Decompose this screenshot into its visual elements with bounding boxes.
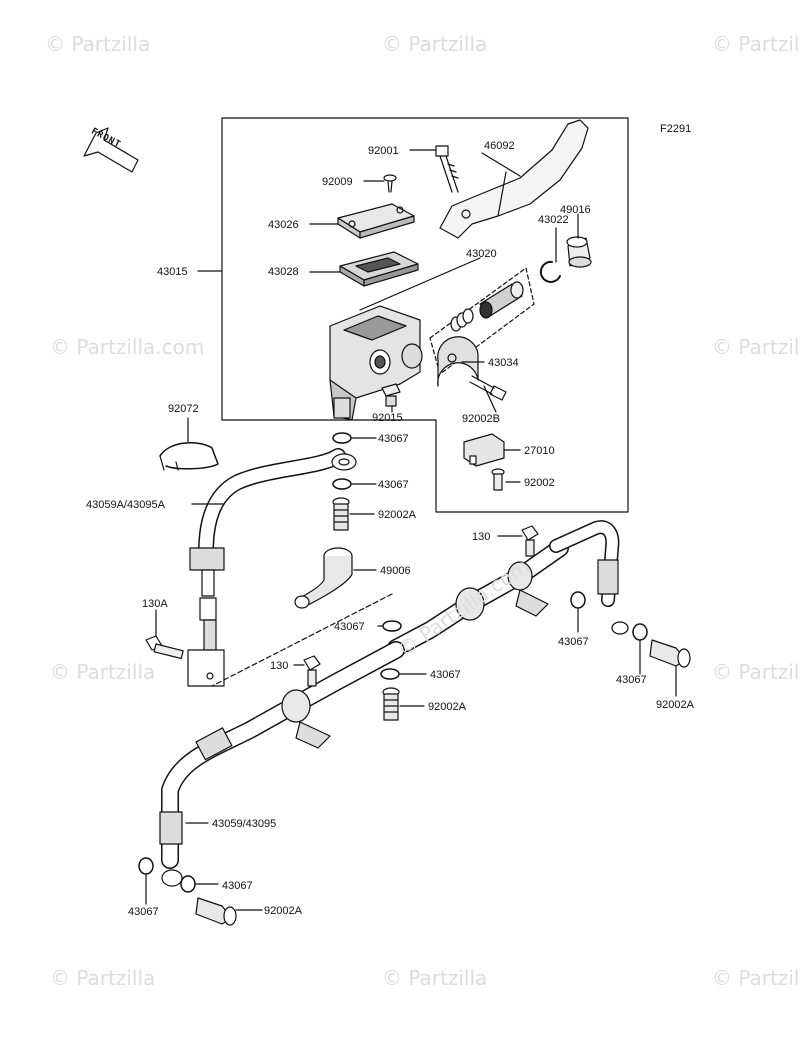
circlip-43022: [539, 260, 561, 283]
copyright-icon: ©: [50, 660, 70, 684]
banjo-bolt-92002A-a: [332, 497, 350, 531]
joint-49006: [294, 547, 353, 609]
watermark: © Partzilla: [45, 32, 151, 56]
part-label-92001: 92001: [368, 145, 399, 157]
watermark: © Partzilla: [712, 32, 800, 56]
screw-92009: [383, 174, 397, 193]
part-label-46092: 46092: [484, 140, 515, 152]
copyright-icon: ©: [382, 32, 402, 56]
figure-code: F2291: [660, 123, 692, 135]
part-label-43028: 43028: [268, 266, 299, 278]
part-label-43067-a: 43067: [378, 433, 409, 445]
part-label-92002: 92002: [524, 477, 555, 489]
piston-kit-43020: [450, 281, 524, 332]
part-label-43067-h: 43067: [222, 880, 253, 892]
part-label-43034: 43034: [488, 357, 519, 369]
screw-92002: [491, 468, 505, 491]
bolt-92015: [381, 383, 401, 407]
hose-43059: [159, 641, 405, 887]
washer-43067-c: [382, 620, 402, 632]
part-label-43026: 43026: [268, 219, 299, 231]
watermark: © Partzilla: [50, 966, 156, 990]
bolt-92001: [435, 145, 459, 193]
part-label-43059-43095: 43059/43095: [212, 818, 277, 830]
washer-43067-b: [332, 478, 352, 490]
part-label-92009: 92009: [322, 176, 353, 188]
diaphragm-43028: [339, 251, 419, 287]
copyright-icon: ©: [712, 32, 732, 56]
watermark: © Partzilla: [712, 660, 800, 684]
front-arrow-icon: [83, 127, 139, 173]
part-label-27010: 27010: [524, 445, 555, 457]
hose-43059A: [187, 448, 357, 687]
banjo-bolt-92002A-b: [382, 687, 400, 721]
leader-43020: [359, 257, 481, 311]
bolt-92002B: [469, 375, 507, 401]
banjo-bolt-92002A-c: [649, 639, 691, 668]
part-label-92002A-a: 92002A: [378, 509, 416, 521]
copyright-icon: ©: [712, 335, 732, 359]
watermark: © Partzilla: [382, 966, 488, 990]
part-label-43067-c: 43067: [334, 621, 365, 633]
part-label-43067-b: 43067: [378, 479, 409, 491]
part-label-92002A-d: 92002A: [264, 905, 302, 917]
washer-43067-h: [180, 875, 196, 893]
bolt-130A: [145, 635, 184, 660]
watermark: © Partzilla: [712, 966, 800, 990]
reservoir-cap-43026: [337, 203, 415, 239]
bolt-130-b: [303, 655, 321, 687]
part-label-43067-e: 43067: [616, 674, 647, 686]
part-label-43067-f: 43067: [430, 669, 461, 681]
clamp-43034: [437, 336, 479, 387]
watermark: © Partzilla: [50, 660, 156, 684]
copyright-icon: ©: [382, 966, 402, 990]
washer-43067-g: [138, 857, 154, 875]
leader-92002B: [483, 385, 497, 413]
guide-line: [211, 593, 393, 687]
part-label-130-a: 130: [472, 531, 491, 543]
bolt-130-a: [521, 525, 539, 557]
part-label-43020: 43020: [466, 248, 497, 260]
part-label-43022: 43022: [538, 214, 569, 226]
copyright-icon: ©: [712, 660, 732, 684]
copyright-icon: ©: [50, 335, 70, 359]
part-label-49016: 49016: [560, 204, 591, 216]
washer-43067-a: [332, 432, 352, 444]
part-label-43067-g: 43067: [128, 906, 159, 918]
copyright-icon: ©: [45, 32, 65, 56]
band-92072: [159, 442, 219, 471]
watermark: © Partzilla: [712, 335, 800, 359]
part-label-49006: 49006: [380, 565, 411, 577]
part-label-43059A-43095A: 43059A/43095A: [86, 499, 165, 511]
copyright-icon: ©: [712, 966, 732, 990]
watermark: © Partzilla: [382, 32, 488, 56]
washer-43067-f: [380, 668, 400, 680]
piston-kit-43020-box: [429, 267, 535, 375]
brake-lever-46092: [439, 119, 589, 239]
master-cylinder-body: [329, 305, 423, 421]
part-label-43015: 43015: [157, 266, 188, 278]
part-label-92002A-b: 92002A: [428, 701, 466, 713]
part-label-92072: 92072: [168, 403, 199, 415]
banjo-bolt-92002A-d: [195, 897, 237, 926]
leader-46092: [481, 152, 521, 177]
boot-49016: [566, 236, 592, 268]
copyright-icon: ©: [50, 966, 70, 990]
part-label-92015: 92015: [372, 412, 403, 424]
washer-43067-e: [632, 623, 648, 641]
part-label-92002B: 92002B: [462, 413, 500, 425]
part-label-43067-d: 43067: [558, 636, 589, 648]
hose-center-assembly: [387, 520, 629, 657]
watermark: © Partzilla.com: [50, 335, 205, 359]
part-label-130A: 130A: [142, 598, 168, 610]
part-label-130-b: 130: [270, 660, 289, 672]
assembly-frame-43015: [221, 117, 629, 513]
switch-27010: [463, 433, 505, 467]
part-label-92002A-c: 92002A: [656, 699, 694, 711]
washer-43067-d: [570, 591, 586, 609]
